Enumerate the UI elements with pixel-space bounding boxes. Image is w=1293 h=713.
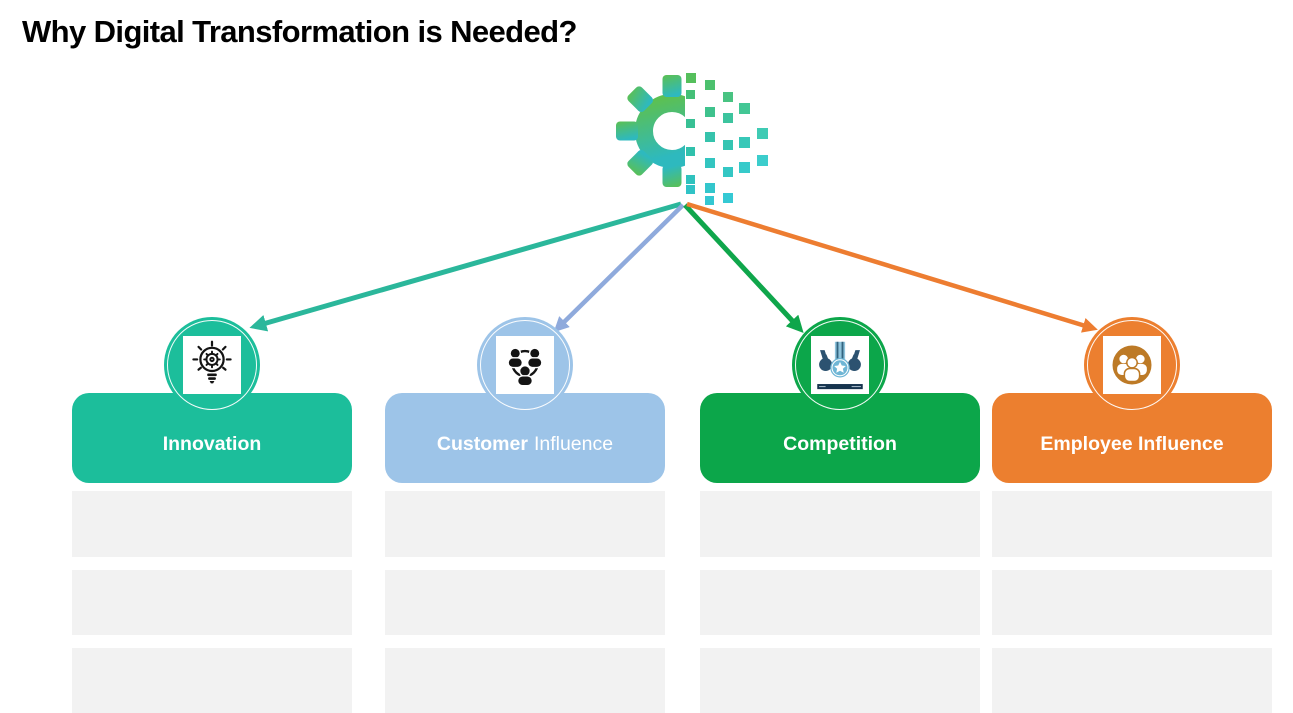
connected-people-customer-icon [496, 336, 554, 394]
competition-label: Competition [783, 433, 897, 455]
placeholder-row [385, 491, 665, 557]
arrow-to-competition [683, 203, 804, 333]
placeholder-row [385, 570, 665, 635]
placeholder-row [700, 570, 980, 635]
employee-influence-label: Employee Influence [1040, 433, 1224, 455]
arrow-to-employee-influence [686, 201, 1098, 333]
digital-transformation-gear-icon [615, 60, 773, 208]
placeholder-row [72, 491, 352, 557]
placeholder-row [992, 570, 1272, 635]
placeholder-row [72, 648, 352, 713]
lightbulb-gear-innovation-icon [183, 336, 241, 394]
placeholder-row [700, 491, 980, 557]
competition-badge-circle [792, 317, 888, 413]
employee-placeholder-rows [992, 491, 1272, 713]
placeholder-row [385, 648, 665, 713]
column-innovation: Innovation [72, 317, 352, 713]
customer-influence-label: Customer [436, 433, 528, 455]
placeholder-row [700, 648, 980, 713]
page-title: Why Digital Transformation is Needed? [22, 14, 577, 49]
employee-badge-circle [1084, 317, 1180, 413]
people-group-employee-icon [1103, 336, 1161, 394]
placeholder-row [992, 491, 1272, 557]
competition-placeholder-rows [700, 491, 980, 713]
placeholder-row [72, 570, 352, 635]
innovation-placeholder-rows [72, 491, 352, 713]
gear-pixel-graphic [616, 73, 768, 205]
award-medals-competition-icon [811, 336, 869, 394]
customer-placeholder-rows [385, 491, 665, 713]
innovation-label-box: Innovation [72, 393, 352, 483]
arrow-to-customer-influence [553, 203, 685, 333]
column-employee-influence: Employee Influence [992, 317, 1272, 713]
innovation-label: Innovation [162, 433, 262, 455]
pixel-squares [686, 73, 768, 205]
arrow-to-innovation [249, 201, 682, 332]
customer-badge-circle [477, 317, 573, 413]
column-competition: Competition [700, 317, 980, 713]
innovation-badge-circle [164, 317, 260, 413]
placeholder-row [992, 648, 1272, 713]
